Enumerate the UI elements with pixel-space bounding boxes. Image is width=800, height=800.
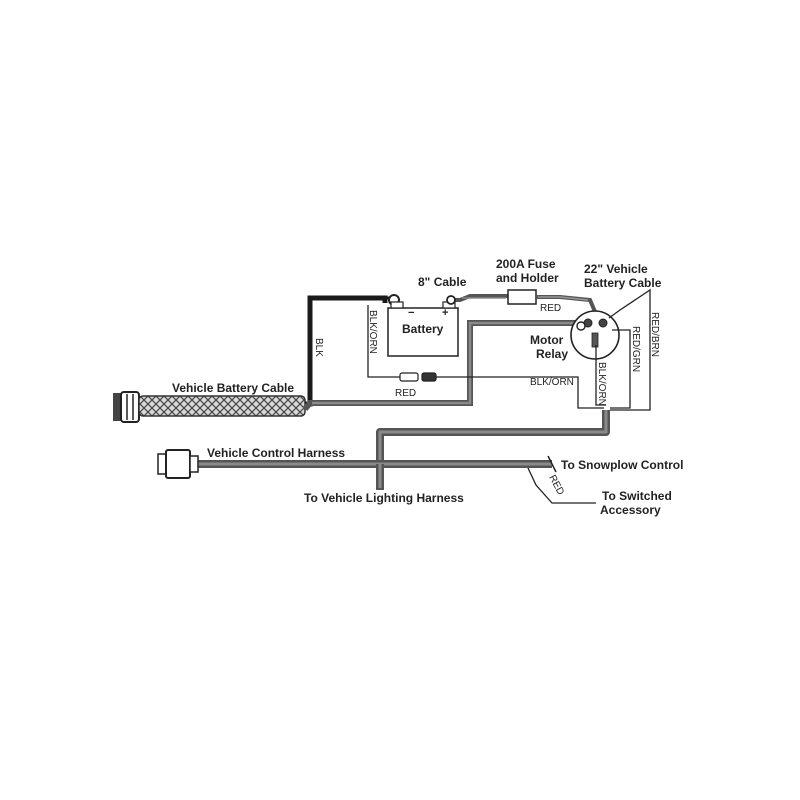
motor-relay [570, 310, 620, 360]
battery-body [387, 307, 459, 357]
red-brn-wire [608, 288, 651, 411]
label-battery-plus: + [442, 307, 448, 319]
label-to-switched-line1: To Switched [602, 489, 672, 503]
wire-label-blk-orn-battery: BLK/ORN [367, 310, 378, 354]
wire-label-red-main: RED [395, 388, 416, 399]
inline-connector [399, 372, 419, 382]
wire-label-red-accessory: RED [546, 473, 566, 497]
label-22in-line1: 22" Vehicle [584, 262, 648, 276]
wire-label-blk-orn-loop: BLK/ORN [530, 377, 574, 388]
wire-label-red-brn: RED/BRN [649, 312, 660, 357]
snowplow-break-mark [547, 455, 557, 473]
label-to-snowplow: To Snowplow Control [561, 458, 683, 472]
label-vehicle-battery-cable: Vehicle Battery Cable [172, 381, 294, 395]
control-harness-plug [157, 449, 199, 479]
positive-terminal-clamp [446, 295, 456, 305]
battery [387, 301, 459, 357]
blk-orn-battery-wire [367, 305, 400, 378]
braided-sleeve [138, 395, 306, 417]
label-22in-line2: Battery Cable [584, 276, 662, 290]
blk-orn-relay-wire [595, 345, 606, 406]
wire-label-blk-orn-relay: BLK/ORN [596, 362, 607, 406]
wire-label-blk: BLK [313, 338, 324, 357]
label-to-switched-line2: Accessory [600, 503, 661, 517]
main-harness-upper [376, 410, 610, 460]
wire-label-red-fuse: RED [540, 303, 561, 314]
label-8in-cable: 8" Cable [418, 275, 467, 289]
blk-orn-loop-wire [436, 376, 604, 409]
red-accessory-wire [527, 467, 596, 504]
fuse-holder [507, 289, 537, 305]
label-to-lighting: To Vehicle Lighting Harness [304, 491, 464, 505]
red-grn-wire [610, 329, 631, 409]
label-fuse-line1: 200A Fuse [496, 257, 556, 271]
battery-plug [120, 391, 140, 423]
vehicle-battery-cable [113, 391, 306, 423]
label-battery-minus: − [408, 307, 414, 319]
label-battery: Battery [402, 322, 444, 336]
wire-label-red-grn: RED/GRN [630, 326, 641, 372]
label-fuse-line2: and Holder [496, 271, 559, 285]
label-vehicle-control-harness: Vehicle Control Harness [207, 446, 345, 460]
label-relay-line2: Relay [536, 347, 568, 361]
label-relay-line1: Motor [530, 333, 564, 347]
battery-plug-end [113, 393, 123, 421]
